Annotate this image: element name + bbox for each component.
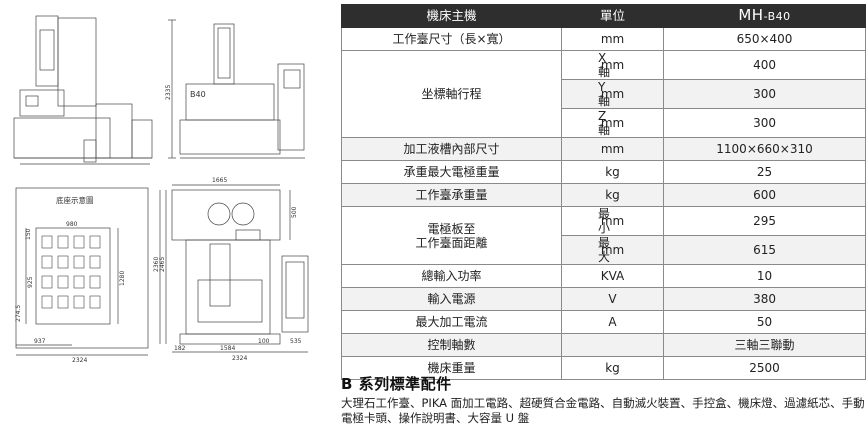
dim-937: 937 bbox=[34, 338, 46, 345]
dim-274: 274.5 bbox=[15, 305, 22, 322]
dim-1280: 1280 bbox=[119, 271, 126, 286]
series-accessories-text: 大理石工作臺、PIKA 面加工電路、超硬質合金電路、自動滅火裝置、手控盒、機床燈… bbox=[341, 396, 865, 425]
dim-2465: 2465 bbox=[159, 257, 166, 272]
technical-drawings: B40 2335 底座示意圖 1665 500 2360 2465 1584 5… bbox=[13, 15, 309, 364]
dim-bottom-left: 2324 bbox=[72, 357, 87, 364]
header-machine: 機床主機 bbox=[340, 4, 563, 28]
electrode-distance-label: 電極板至 工作臺面距離 bbox=[341, 206, 562, 265]
table-row: 工作臺尺寸（長×寬） mm 650×400 bbox=[340, 27, 867, 51]
front-view-drawing bbox=[168, 19, 305, 159]
side-view-drawing bbox=[13, 15, 153, 165]
table-row: 電極板至 工作臺面距離 最小 mm 295 bbox=[341, 206, 867, 265]
dim-1584: 1584 bbox=[220, 345, 235, 352]
series-title: B 系列標準配件 bbox=[341, 375, 452, 393]
base-plan-drawing bbox=[15, 187, 149, 356]
table-row: 坐標軸行程 X軸 mm 400 bbox=[341, 50, 867, 138]
header-model: MH-B40 bbox=[663, 4, 867, 28]
table-row: 輸入電源 V 380 bbox=[340, 287, 867, 311]
dim-980: 980 bbox=[66, 221, 78, 228]
table-row: 承重最大電極重量 kg 25 bbox=[340, 160, 867, 184]
dim-182: 182 bbox=[174, 345, 186, 352]
dim-925: 925 bbox=[27, 276, 34, 288]
dim-height-front: 2335 bbox=[165, 85, 172, 100]
dim-150: 150 bbox=[25, 228, 32, 240]
table-row: Z軸 mm 300 bbox=[342, 108, 867, 138]
spec-table-header: 機床主機 單位 MH-B40 bbox=[340, 4, 867, 28]
table-row: 工作臺承重量 kg 600 bbox=[340, 183, 867, 207]
table-row: 最大 mm 615 bbox=[342, 235, 867, 265]
dim-2360: 2360 bbox=[153, 257, 160, 272]
table-row: Y軸 mm 300 bbox=[342, 79, 867, 109]
dim-500: 500 bbox=[291, 206, 298, 218]
dim-100: 100 bbox=[258, 338, 270, 345]
front-view-label: B40 bbox=[190, 90, 206, 99]
dim-bottom-right: 2324 bbox=[232, 355, 247, 362]
table-row: 最大加工電流 A 50 bbox=[340, 310, 867, 334]
dim-1665: 1665 bbox=[212, 177, 227, 184]
table-row: 加工液槽內部尺寸 mm 1100×660×310 bbox=[340, 137, 867, 161]
table-row: 機床重量 kg 2500 bbox=[340, 356, 867, 380]
header-unit: 單位 bbox=[561, 4, 665, 28]
dim-535: 535 bbox=[290, 338, 302, 345]
front-section-drawing bbox=[159, 184, 309, 353]
base-plan-title: 底座示意圖 bbox=[56, 195, 94, 205]
table-row: 控制軸數 三軸三聯動 bbox=[340, 333, 867, 357]
spec-table: 機床主機 單位 MH-B40 工作臺尺寸（長×寬） mm 650×400 坐標軸… bbox=[340, 4, 867, 380]
table-row: 總輸入功率 KVA 10 bbox=[340, 264, 867, 288]
